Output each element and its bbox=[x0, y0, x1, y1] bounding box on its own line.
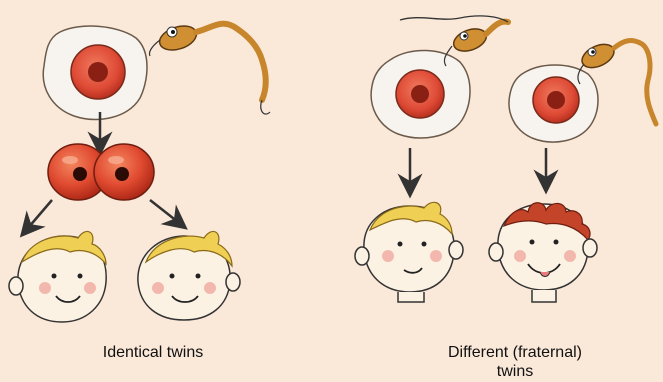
baby-face-icon bbox=[9, 231, 106, 322]
fraternal-caption-line2: twins bbox=[405, 362, 625, 381]
arrow-icon bbox=[28, 200, 52, 228]
identical-egg bbox=[43, 26, 147, 119]
fraternal-egg-1 bbox=[371, 50, 470, 137]
baby-face-icon bbox=[138, 231, 240, 320]
arrow-icon bbox=[150, 200, 178, 222]
identical-twins-caption: Identical twins bbox=[48, 343, 258, 362]
baby-face-icon bbox=[355, 202, 463, 302]
fraternal-twins-caption: Different (fraternal) twins bbox=[405, 343, 625, 381]
identical-sperm-icon bbox=[149, 22, 270, 114]
baby-face-icon bbox=[489, 203, 597, 302]
fraternal-caption-line1: Different (fraternal) bbox=[405, 343, 625, 362]
split-embryo-icon bbox=[48, 144, 154, 200]
fraternal-egg-2 bbox=[509, 65, 598, 142]
